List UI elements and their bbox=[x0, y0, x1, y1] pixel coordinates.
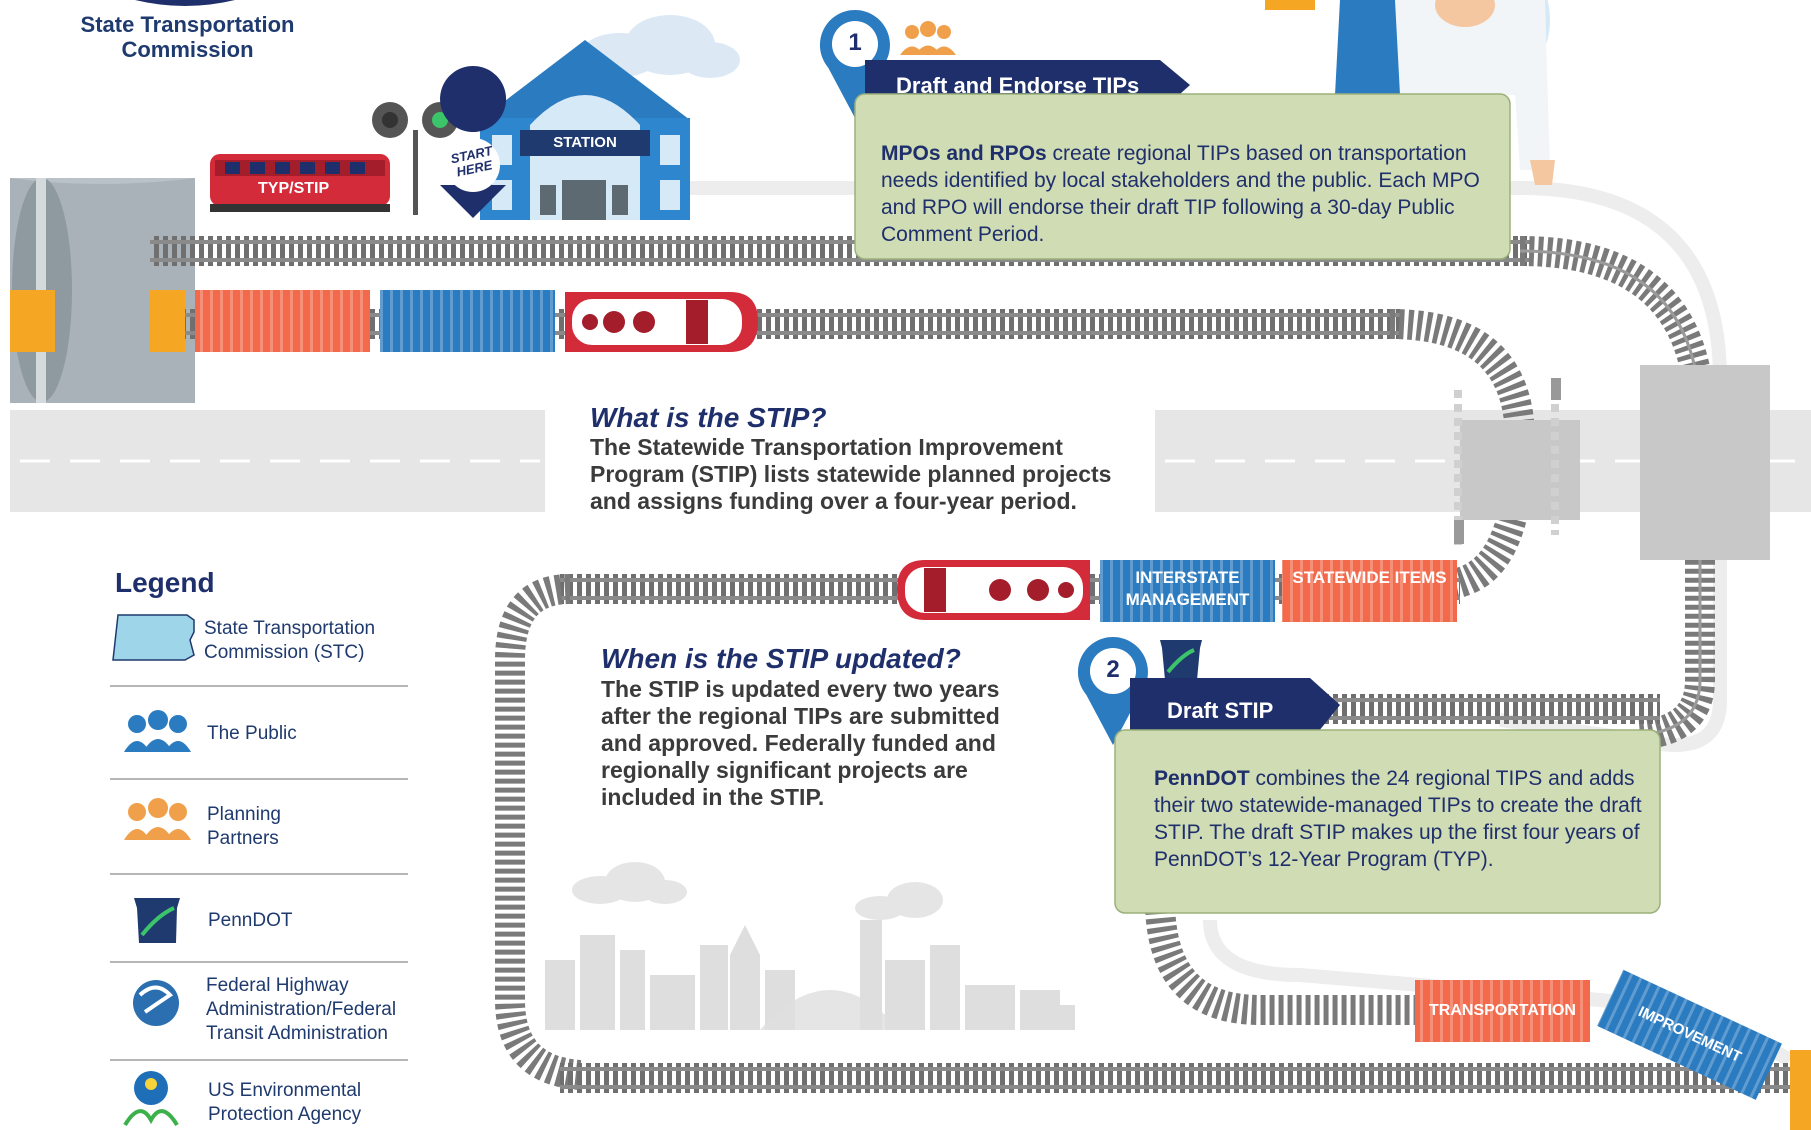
legend-item-public: The Public bbox=[207, 723, 297, 744]
track-bottom bbox=[560, 1063, 1790, 1093]
start-here-marker bbox=[440, 66, 507, 218]
stc-header-label: State Transportation Commission bbox=[80, 12, 295, 62]
cloud-city bbox=[572, 862, 943, 920]
train-bottom bbox=[1415, 969, 1811, 1130]
penndot-keystone-icon bbox=[134, 898, 180, 943]
legend-item-planning-partners: Planning Partners bbox=[207, 804, 281, 849]
background-path bbox=[500, 181, 1727, 752]
public-people-icon bbox=[124, 710, 191, 752]
legend-item-epa: US Environmental Protection Agency bbox=[208, 1080, 362, 1125]
stc-logo-fragment bbox=[135, 0, 235, 6]
step2-body: combines the 24 regional TIPS and adds t… bbox=[1154, 767, 1642, 871]
legend-title: Legend bbox=[115, 567, 215, 598]
what-is-stip-title: What is the STIP? bbox=[590, 402, 827, 433]
road-band-left bbox=[10, 410, 545, 512]
step2-tag: Draft STIP bbox=[1167, 698, 1274, 723]
train-third bbox=[897, 560, 1457, 622]
legend-item-penndot: PennDOT bbox=[208, 910, 293, 931]
when-updated-body: The STIP is updated every two years afte… bbox=[601, 676, 1000, 810]
legend-item-stc: State Transportation Commission (STC) bbox=[204, 618, 376, 663]
what-is-stip-body: The Statewide Transportation Improvement… bbox=[590, 434, 1112, 514]
engine-typ-stip bbox=[210, 154, 390, 212]
car-statewide-label: STATEWIDE ITEMS bbox=[1292, 568, 1447, 587]
step1-lead: MPOs and RPOs bbox=[881, 142, 1047, 165]
step2-lead: PennDOT bbox=[1154, 767, 1250, 790]
when-updated-title: When is the STIP updated? bbox=[601, 643, 961, 674]
track-step2-curve bbox=[1145, 899, 1430, 1025]
railroad-crossing bbox=[1454, 365, 1770, 560]
legend-item-fhwa-fta: Federal Highway Administration/Federal T… bbox=[206, 975, 397, 1044]
station-building bbox=[480, 40, 690, 220]
track-left-curve bbox=[495, 574, 582, 1090]
train-middle bbox=[10, 290, 758, 352]
step1-box bbox=[854, 93, 1511, 260]
penndot-keystone-icon-step2 bbox=[1160, 640, 1202, 680]
step2-number: 2 bbox=[1106, 656, 1120, 683]
legend-dividers bbox=[110, 685, 408, 1061]
pennsylvania-map-icon bbox=[112, 614, 195, 661]
step2-description: PennDOT combines the 24 regional TIPS an… bbox=[1154, 765, 1644, 873]
planning-partners-icon-step1 bbox=[900, 21, 956, 55]
step1-description: MPOs and RPOs create regional TIPs based… bbox=[881, 140, 1491, 248]
planning-partners-icon bbox=[124, 798, 191, 840]
engine-label: TYP/STIP bbox=[258, 180, 330, 197]
step2-tag-bg bbox=[1130, 678, 1340, 742]
station-sign: STATION bbox=[553, 134, 617, 151]
step1-body: create regional TIPs based on transporta… bbox=[881, 142, 1480, 246]
car-interstate-label: INTERSTATE MANAGEMENT bbox=[1125, 568, 1250, 609]
car-transportation-label: TRANSPORTATION bbox=[1429, 1002, 1576, 1019]
fhwa-fta-icon bbox=[133, 980, 179, 1026]
city-skyline bbox=[545, 920, 1075, 1030]
person-illustration bbox=[1265, 0, 1555, 185]
step1-tag: Draft and Endorse TIPs bbox=[896, 73, 1140, 98]
epa-icon bbox=[123, 1071, 179, 1127]
step2-box bbox=[1114, 729, 1661, 914]
step1-number: 1 bbox=[848, 29, 862, 56]
